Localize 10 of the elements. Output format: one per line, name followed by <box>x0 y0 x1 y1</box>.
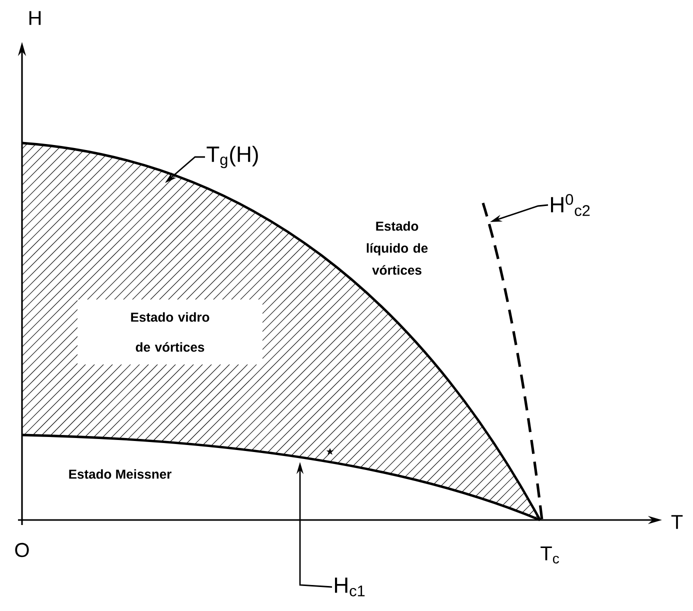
curve-label: T$_{g}$(H) <box>206 146 258 168</box>
region-label: Estado vidro de vórtices <box>78 300 262 364</box>
axis-label: T$_{c}$ <box>540 546 559 564</box>
axis-label: O <box>15 542 29 558</box>
axis-label: H <box>29 11 41 25</box>
region-label: Estado líquido de vórtices <box>366 221 428 275</box>
axis-label: T <box>671 515 683 529</box>
region-label: Estado Meissner <box>69 469 172 479</box>
curve-label: H$^{0}$c2 <box>551 194 590 216</box>
curve-label: H$_{c1}$ <box>335 578 365 596</box>
